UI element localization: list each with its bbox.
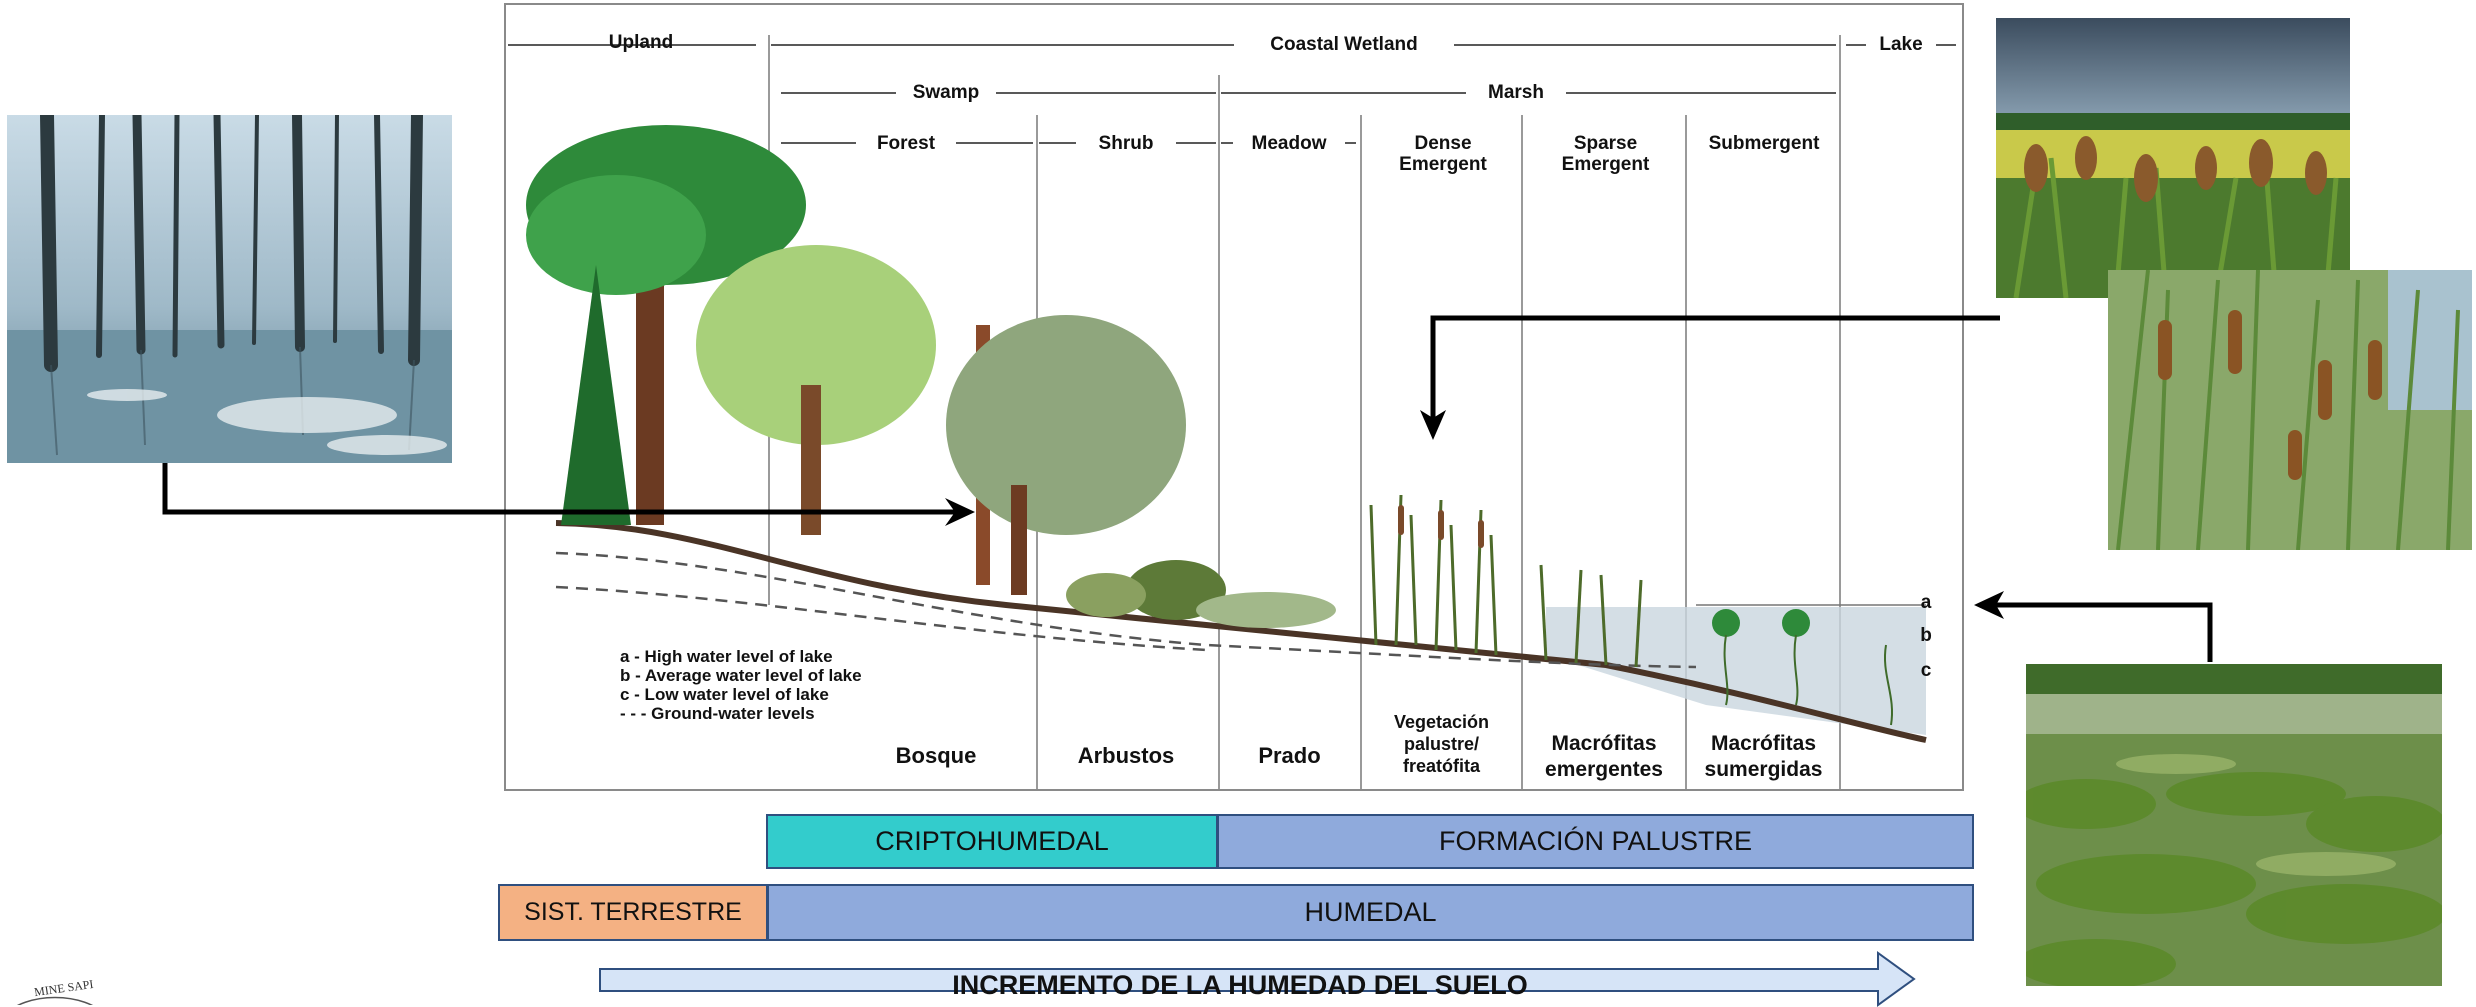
sparse-emergent-label: Sparse Emergent	[1528, 133, 1683, 175]
upland-label: Upland	[608, 32, 674, 53]
lake-label: Lake	[1866, 34, 1936, 56]
university-logo: MINE SAPI	[0, 975, 110, 1005]
emergent-label: Emergent	[1399, 154, 1487, 175]
macro-sum-line-1: Macrófitas	[1710, 732, 1817, 755]
legend-groundwater: - - - Ground-water levels	[620, 704, 815, 723]
submerged-plants-photo	[2026, 664, 2442, 986]
prado-label: Prado	[1258, 743, 1321, 768]
meadow-label: Meadow	[1233, 133, 1345, 155]
cattails-photo	[2108, 270, 2472, 550]
dense-emergent-label: Dense Emergent	[1368, 133, 1518, 175]
vegetacion-line-1: Vegetación	[1393, 712, 1490, 732]
bosque-label: Bosque	[895, 743, 977, 768]
legend: a - High water level of lake b - Average…	[620, 647, 862, 723]
water-level-b: b	[1920, 625, 1932, 646]
incremento-arrow	[599, 951, 1916, 1007]
coastal-wetland-label: Coastal Wetland	[1234, 34, 1454, 56]
macro-sum-line-2: sumergidas	[1704, 758, 1823, 781]
emergent-label-2: Emergent	[1561, 154, 1650, 175]
water-level-a: a	[1920, 592, 1932, 613]
legend-c: c - Low water level of lake	[620, 685, 829, 704]
humedal-bar: HUMEDAL	[767, 884, 1974, 941]
vegetacion-line-3: freatófita	[1402, 756, 1480, 776]
macro-emerg-line-2: emergentes	[1545, 758, 1663, 781]
marsh-reeds-photo	[1996, 18, 2350, 298]
flooded-forest-photo	[7, 115, 452, 463]
vegetacion-palustre-label: Vegetación palustre/ freatófita	[1364, 711, 1519, 777]
formacion-palustre-bar: FORMACIÓN PALUSTRE	[1217, 814, 1974, 869]
legend-b: b - Average water level of lake	[620, 666, 862, 685]
incremento-label: INCREMENTO DE LA HUMEDAD DEL SUELO	[952, 970, 1528, 1000]
wetland-cross-section-diagram: Upland Coastal Wetland Lake Swamp Marsh …	[504, 3, 1964, 791]
swamp-label: Swamp	[896, 82, 996, 104]
vegetacion-line-2: palustre/	[1403, 734, 1480, 754]
macrofitas-sumergidas-label: Macrófitas sumergidas	[1686, 731, 1841, 783]
legend-a: a - High water level of lake	[620, 647, 833, 666]
criptohumedal-bar: CRIPTOHUMEDAL	[766, 814, 1218, 869]
macrofitas-emergentes-label: Macrófitas emergentes	[1524, 731, 1684, 783]
sist-terrestre-bar: SIST. TERRESTRE	[498, 884, 768, 941]
submergent-label: Submergent	[1708, 133, 1820, 154]
arbustos-label: Arbustos	[1077, 743, 1175, 768]
forest-label: Forest	[856, 133, 956, 155]
dense-label: Dense	[1414, 133, 1472, 154]
shrub-label: Shrub	[1076, 133, 1176, 155]
marsh-label: Marsh	[1466, 82, 1566, 104]
water-level-c: c	[1920, 660, 1932, 681]
sparse-label: Sparse	[1573, 133, 1638, 154]
macro-emerg-line-1: Macrófitas	[1551, 732, 1657, 755]
tree-illustrations	[526, 125, 1186, 595]
